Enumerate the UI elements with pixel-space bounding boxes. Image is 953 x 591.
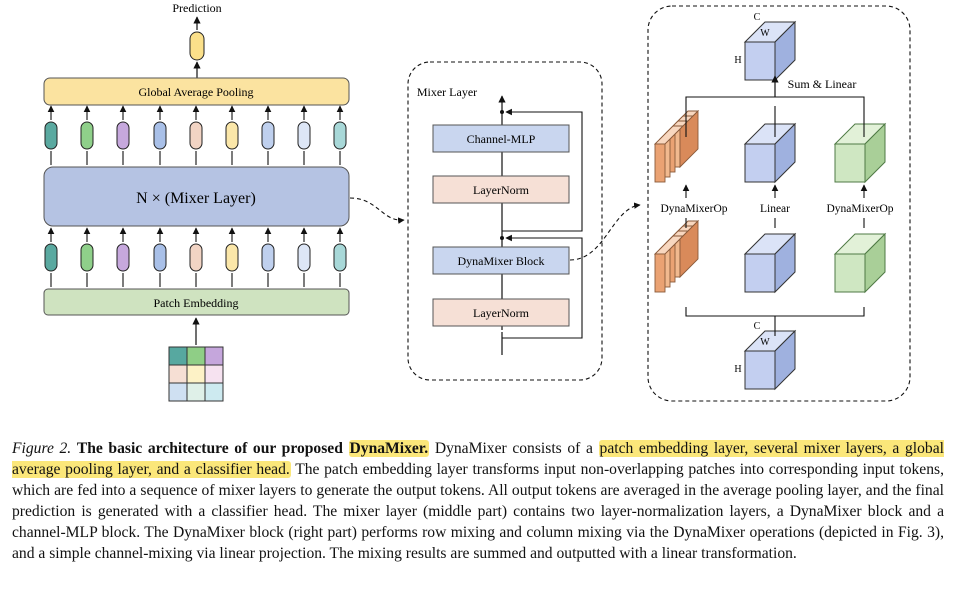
output-token <box>189 121 203 150</box>
layernorm-bottom-label: LayerNorm <box>473 306 530 320</box>
output-token <box>153 121 167 150</box>
mixer-stack-box <box>43 166 350 227</box>
output-cube-label-w: W <box>760 28 770 39</box>
input-token <box>189 243 203 272</box>
dynamixer-op-right-label: DynaMixerOp <box>826 203 893 215</box>
linear-cube-bottom-front <box>744 253 776 293</box>
output-token-row <box>44 105 347 165</box>
caption-title-name: DynaMixer. <box>348 440 430 457</box>
linear-op-label: Linear <box>760 203 790 215</box>
patch-cell <box>186 382 206 402</box>
sum-linear-label: Sum & Linear <box>788 77 857 91</box>
figure-caption: Figure 2. The basic architecture of our … <box>12 438 944 564</box>
input-cube-label-c: C <box>754 321 761 332</box>
dynamixer-col-cube-bottom-base <box>833 232 887 294</box>
dynamixer-row-cube-bottom-side <box>679 219 699 279</box>
op-arrows <box>682 106 868 336</box>
input-cube-label-h: H <box>734 364 741 375</box>
input-token <box>225 243 239 272</box>
input-token <box>261 243 275 272</box>
caption-text-1: DynaMixer consists of a <box>434 440 593 457</box>
prediction-token <box>189 31 205 61</box>
input-token <box>44 243 58 272</box>
architecture-figure: Prediction Global Average Pooling N × (M… <box>43 1 911 402</box>
global-pool-box <box>43 77 350 106</box>
patch-cell <box>186 364 206 384</box>
input-token <box>333 243 347 272</box>
linear-cube-bottom <box>743 232 797 294</box>
output-token <box>80 121 94 150</box>
layernorm-top-label: LayerNorm <box>473 183 530 197</box>
patch-cell <box>204 364 224 384</box>
output-token <box>333 121 347 150</box>
input-cube-label-w: W <box>760 337 770 348</box>
mixer-stack-label: N × (Mixer Layer) <box>136 190 256 207</box>
mixer-layer-title: Mixer Layer <box>417 85 477 99</box>
patch-cell <box>204 346 224 366</box>
input-patch-grid <box>168 346 224 402</box>
patch-cell <box>204 382 224 402</box>
caption-title: The basic architecture of our proposed D… <box>76 440 430 457</box>
output-token <box>261 121 275 150</box>
output-token <box>225 121 239 150</box>
caption-text-2: The patch embedding layer transforms inp… <box>12 461 944 562</box>
input-token-row <box>44 227 347 287</box>
dynamixer-col-cube-bottom-base-front <box>834 253 866 293</box>
patch-cell <box>186 346 206 366</box>
patch-cell <box>168 364 188 384</box>
input-token <box>80 243 94 272</box>
dynamixer-row-cube-top-side <box>679 109 699 169</box>
input-token <box>153 243 167 272</box>
dynamixer-row-cube-top-slice <box>654 143 666 183</box>
output-cube <box>743 20 797 82</box>
linear-cube-top-front <box>744 143 776 183</box>
dynamixer-block-label: DynaMixer Block <box>458 254 545 268</box>
dynamixer-block-box <box>432 246 570 275</box>
output-cube-label-c: C <box>754 12 761 23</box>
caption-title-prefix: The basic architecture of our proposed <box>76 440 343 457</box>
dynamixer-block-panel <box>647 5 911 402</box>
dynamixer-op-left-label: DynaMixerOp <box>660 203 727 215</box>
output-cube-front <box>744 41 776 81</box>
channel-mlp-box <box>432 124 570 153</box>
dynamixer-row-cube-bottom <box>653 219 700 293</box>
output-token <box>297 121 311 150</box>
caption-label: Figure 2. <box>12 440 72 457</box>
patch-cell <box>168 382 188 402</box>
dynamixer-row-cube-bottom-slice <box>654 253 666 293</box>
channel-mlp-label: Channel-MLP <box>467 132 536 146</box>
output-token <box>44 121 58 150</box>
patch-cell <box>168 346 188 366</box>
mixer-layer-panel <box>407 61 603 381</box>
patch-embedding-box <box>43 288 350 316</box>
layernorm-top-box <box>432 175 570 204</box>
output-cube-label-h: H <box>734 55 741 66</box>
patch-embedding-label: Patch Embedding <box>154 296 239 310</box>
dynamixer-col-cube-top-base <box>833 122 887 184</box>
input-cube-front <box>744 350 776 390</box>
global-pool-label: Global Average Pooling <box>138 85 253 99</box>
input-token <box>297 243 311 272</box>
layernorm-bottom-box <box>432 298 570 327</box>
input-token <box>116 243 130 272</box>
dynamixer-row-cube-top <box>653 109 700 183</box>
input-cube <box>743 329 797 391</box>
linear-cube-top <box>743 122 797 184</box>
prediction-label: Prediction <box>172 1 221 15</box>
output-token <box>116 121 130 150</box>
dynamixer-col-cube-top-base-front <box>834 143 866 183</box>
